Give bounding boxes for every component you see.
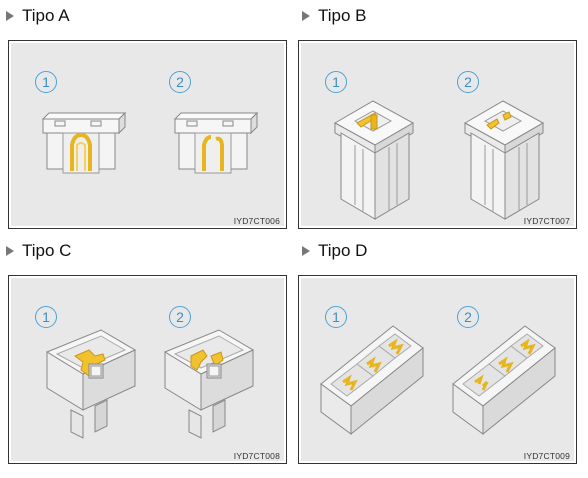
section-heading-c: Tipo C	[6, 240, 71, 262]
label-good-fuse: 1	[35, 71, 57, 93]
figure-code: IYD7CT008	[233, 451, 280, 461]
label-good-fuse: 1	[35, 306, 57, 328]
section-heading-a: Tipo A	[6, 5, 70, 27]
heading-text: Tipo A	[22, 6, 70, 25]
triangle-bullet-icon	[6, 246, 14, 256]
label-blown-fuse: 2	[457, 306, 479, 328]
fuse-type-c-good-illustration	[45, 329, 137, 439]
label-good-fuse: 1	[325, 71, 347, 93]
label-blown-fuse: 2	[169, 306, 191, 328]
label-blown-fuse: 2	[169, 71, 191, 93]
figure-code: IYD7CT009	[523, 451, 570, 461]
label-blown-fuse: 2	[457, 71, 479, 93]
fuse-type-a-blown-illustration	[173, 111, 259, 174]
figure-code: IYD7CT007	[523, 216, 570, 226]
label-good-fuse: 1	[325, 306, 347, 328]
triangle-bullet-icon	[302, 246, 310, 256]
fuse-panel-type-c: 1 2 IYD7CT008	[8, 275, 287, 464]
triangle-bullet-icon	[6, 11, 14, 21]
fuse-type-a-good-illustration	[41, 111, 127, 174]
fuse-panel-type-d: 1 2 IYD7CT009	[298, 275, 577, 464]
triangle-bullet-icon	[302, 11, 310, 21]
fuse-type-d-good-illustration	[320, 325, 424, 436]
heading-text: Tipo D	[318, 241, 368, 260]
heading-text: Tipo C	[22, 241, 72, 260]
heading-text: Tipo B	[318, 6, 367, 25]
fuse-panel-type-b: 1 2 IYD7CT007	[298, 40, 577, 229]
fuse-type-b-blown-illustration	[463, 100, 545, 220]
figure-code: IYD7CT006	[233, 216, 280, 226]
section-heading-d: Tipo D	[302, 240, 367, 262]
fuse-type-b-good-illustration	[333, 100, 415, 220]
fuse-type-d-blown-illustration	[452, 325, 556, 436]
fuse-panel-type-a: 1 2 IYD7CT006	[8, 40, 287, 229]
section-heading-b: Tipo B	[302, 5, 367, 27]
fuse-type-c-blown-illustration	[163, 329, 255, 439]
